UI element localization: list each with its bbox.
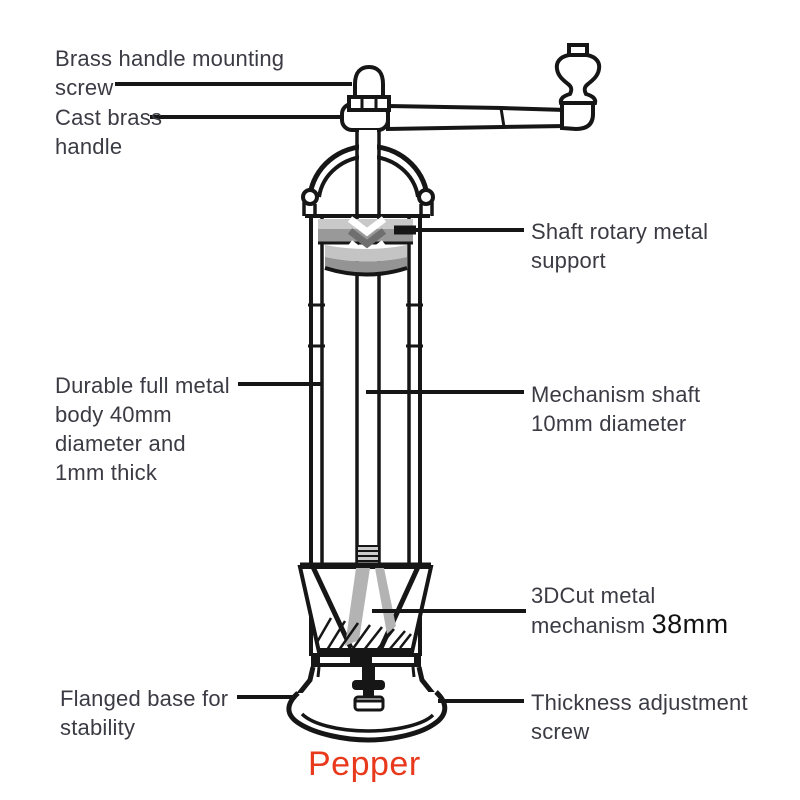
screw-stem-lower bbox=[363, 690, 374, 698]
crank-knob bbox=[554, 53, 602, 105]
crank-elbow bbox=[560, 100, 595, 132]
label-shaft-support: Shaft rotary metal support bbox=[531, 217, 708, 275]
support-band-dark bbox=[318, 229, 413, 242]
support-crescent-edge bbox=[324, 266, 408, 277]
label-line: diameter and bbox=[55, 431, 186, 456]
label-thickness: Thickness adjustment screw bbox=[531, 688, 748, 746]
label-line: stability bbox=[60, 715, 136, 740]
label-brass-screw: Brass handle mounting screw bbox=[55, 44, 284, 102]
label-mech-shaft: Mechanism shaft 10mm diameter bbox=[531, 380, 700, 438]
screw-stem-upper bbox=[362, 667, 375, 680]
crank-knob-cap bbox=[567, 43, 589, 57]
label-base: Flanged base for stability bbox=[60, 684, 228, 742]
label-line: mechanism 38mm bbox=[531, 610, 729, 640]
label-line: handle bbox=[55, 134, 123, 159]
label-line: 1mm thick bbox=[55, 460, 158, 485]
label-cast-handle: Cast brass handle bbox=[55, 103, 162, 161]
support-crescent-light bbox=[325, 245, 407, 262]
mechanism-blade-left bbox=[345, 568, 370, 646]
label-line: screw bbox=[531, 719, 590, 744]
label-line: body 40mm bbox=[55, 402, 172, 427]
label-cut-mech: 3DCut metal mechanism 38mm bbox=[531, 581, 729, 640]
cone-edge-right bbox=[378, 565, 421, 650]
support-crescent-dark bbox=[325, 257, 407, 275]
screw-nut bbox=[352, 680, 385, 690]
label-line: Thickness adjustment bbox=[531, 690, 748, 715]
label-line: Mechanism shaft bbox=[531, 382, 701, 407]
base-band bbox=[311, 653, 421, 667]
diagram-title: Pepper bbox=[308, 745, 421, 783]
bell-side-right bbox=[416, 666, 436, 697]
support-chevron-white bbox=[347, 216, 387, 237]
crank-arm bbox=[386, 103, 567, 132]
mechanism-shaft bbox=[355, 130, 381, 566]
base-band-slot-left bbox=[320, 657, 350, 663]
bell-inner-left bbox=[316, 666, 321, 678]
label-line-text: mechanism bbox=[531, 613, 646, 638]
support-chevron-gray bbox=[347, 228, 387, 249]
grinding-mechanism bbox=[297, 562, 434, 654]
base-flange bbox=[286, 653, 448, 743]
label-line: Flanged base for bbox=[60, 686, 229, 711]
bell-side-left bbox=[296, 666, 316, 697]
leader-lines bbox=[115, 82, 526, 703]
dome-joint-right bbox=[417, 188, 435, 206]
mechanism-blade-right bbox=[375, 568, 396, 634]
mechanism-size-value: 38mm bbox=[651, 609, 729, 639]
dome-joint-left bbox=[301, 188, 319, 206]
label-line: 10mm diameter bbox=[531, 411, 687, 436]
adjustment-screw bbox=[352, 667, 385, 712]
screw-knob bbox=[353, 695, 385, 712]
label-line: Durable full metal bbox=[55, 373, 230, 398]
bell-inner-right bbox=[411, 666, 416, 678]
shaft-support-band bbox=[318, 216, 413, 277]
label-line: support bbox=[531, 248, 606, 273]
acorn-nut bbox=[353, 64, 385, 99]
label-line: Shaft rotary metal bbox=[531, 219, 709, 244]
base-band-slot-right bbox=[372, 657, 414, 663]
label-line: screw bbox=[55, 75, 114, 100]
crank-arm-bend bbox=[499, 107, 506, 128]
label-body: Durable full metal body 40mm diameter an… bbox=[55, 371, 230, 487]
mechanism-hatching bbox=[314, 617, 412, 651]
flange-inner-line bbox=[300, 712, 435, 733]
support-band-light bbox=[318, 219, 413, 230]
shaft-fill bbox=[359, 130, 377, 566]
label-line: 3DCut metal bbox=[531, 583, 656, 608]
handle-mount bbox=[340, 64, 391, 132]
crank-handle bbox=[386, 43, 602, 132]
label-line: Cast brass bbox=[55, 105, 163, 130]
label-line: Brass handle mounting bbox=[55, 46, 285, 71]
cone-edge-left bbox=[310, 565, 354, 650]
